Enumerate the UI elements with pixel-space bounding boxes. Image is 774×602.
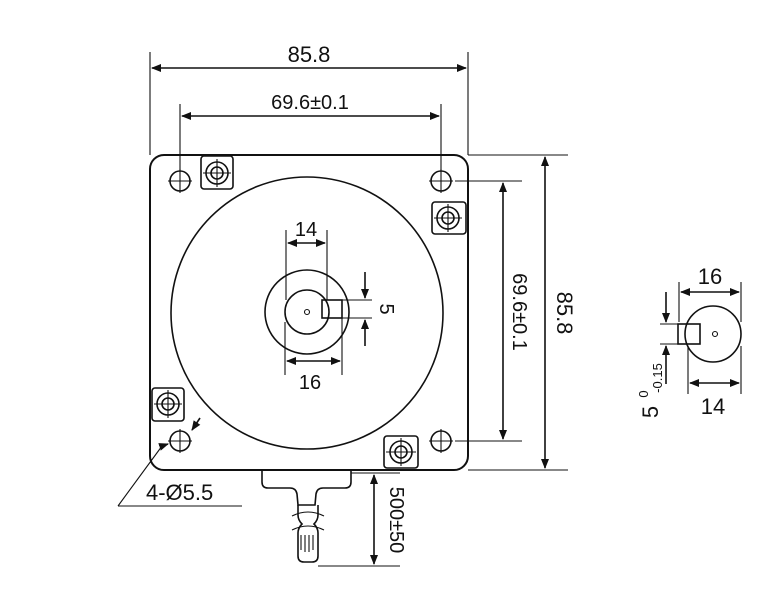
front-view: 85.8 69.6±0.1 85.8 69.6±0.1 (117, 42, 577, 567)
detail-key-tol-upper: 0 (636, 390, 651, 397)
mounting-hole (168, 429, 192, 453)
dim-hole-spacing-horizontal: 69.6±0.1 (179, 92, 442, 170)
overall-width-label: 85.8 (288, 42, 331, 67)
cable-outlet (261, 470, 352, 563)
dim-detail-flat-width: 14 (687, 346, 742, 419)
key-width-label: 5 (375, 303, 397, 314)
dim-shaft-flat-width: 14 (285, 219, 328, 300)
dim-key-width: 5 (342, 272, 397, 346)
detail-shaft-center (711, 330, 719, 338)
shaft-center (303, 308, 311, 316)
detail-shaft-key (677, 323, 701, 345)
lead-length-label: 500±50 (385, 487, 407, 554)
detail-key-width-label: 5 (638, 406, 663, 418)
detail-flat-width-label: 14 (701, 394, 725, 419)
dim-mounting-holes: 4-Ø5.5 (117, 417, 242, 507)
dim-overall-width: 85.8 (149, 42, 469, 155)
shaft-flat-width-label: 14 (295, 219, 317, 241)
mounting-hole (429, 429, 453, 453)
screw-boss (431, 201, 467, 235)
hole-spacing-vertical-label: 69.6±0.1 (508, 273, 530, 351)
detail-shaft-circle (684, 305, 742, 363)
dim-overall-height: 85.8 (468, 154, 577, 471)
flange-circle (170, 176, 444, 450)
shaft-detail-view: 16 14 5 0 -0.15 (636, 264, 742, 419)
screw-boss (383, 435, 419, 469)
dim-shaft-diameter: 16 (284, 318, 343, 394)
shaft-boss (264, 269, 350, 355)
detail-key-tol-lower: -0.15 (650, 363, 665, 393)
hole-spacing-horizontal-label: 69.6±0.1 (271, 92, 349, 114)
dim-lead-length: 500±50 (318, 472, 407, 567)
overall-height-label: 85.8 (552, 292, 577, 335)
mounting-hole (429, 169, 453, 193)
dim-detail-diameter: 16 (678, 264, 742, 322)
mounting-holes-label: 4-Ø5.5 (146, 480, 213, 505)
shaft-diameter-label: 16 (299, 372, 321, 394)
dim-hole-spacing-vertical: 69.6±0.1 (455, 180, 530, 442)
detail-diameter-label: 16 (698, 264, 722, 289)
screw-boss (151, 387, 185, 422)
screw-boss (200, 155, 234, 190)
dim-detail-key-width: 5 0 -0.15 (636, 292, 678, 418)
mounting-hole (168, 169, 192, 193)
shaft-circle (284, 289, 330, 335)
shaft-key (321, 299, 343, 319)
